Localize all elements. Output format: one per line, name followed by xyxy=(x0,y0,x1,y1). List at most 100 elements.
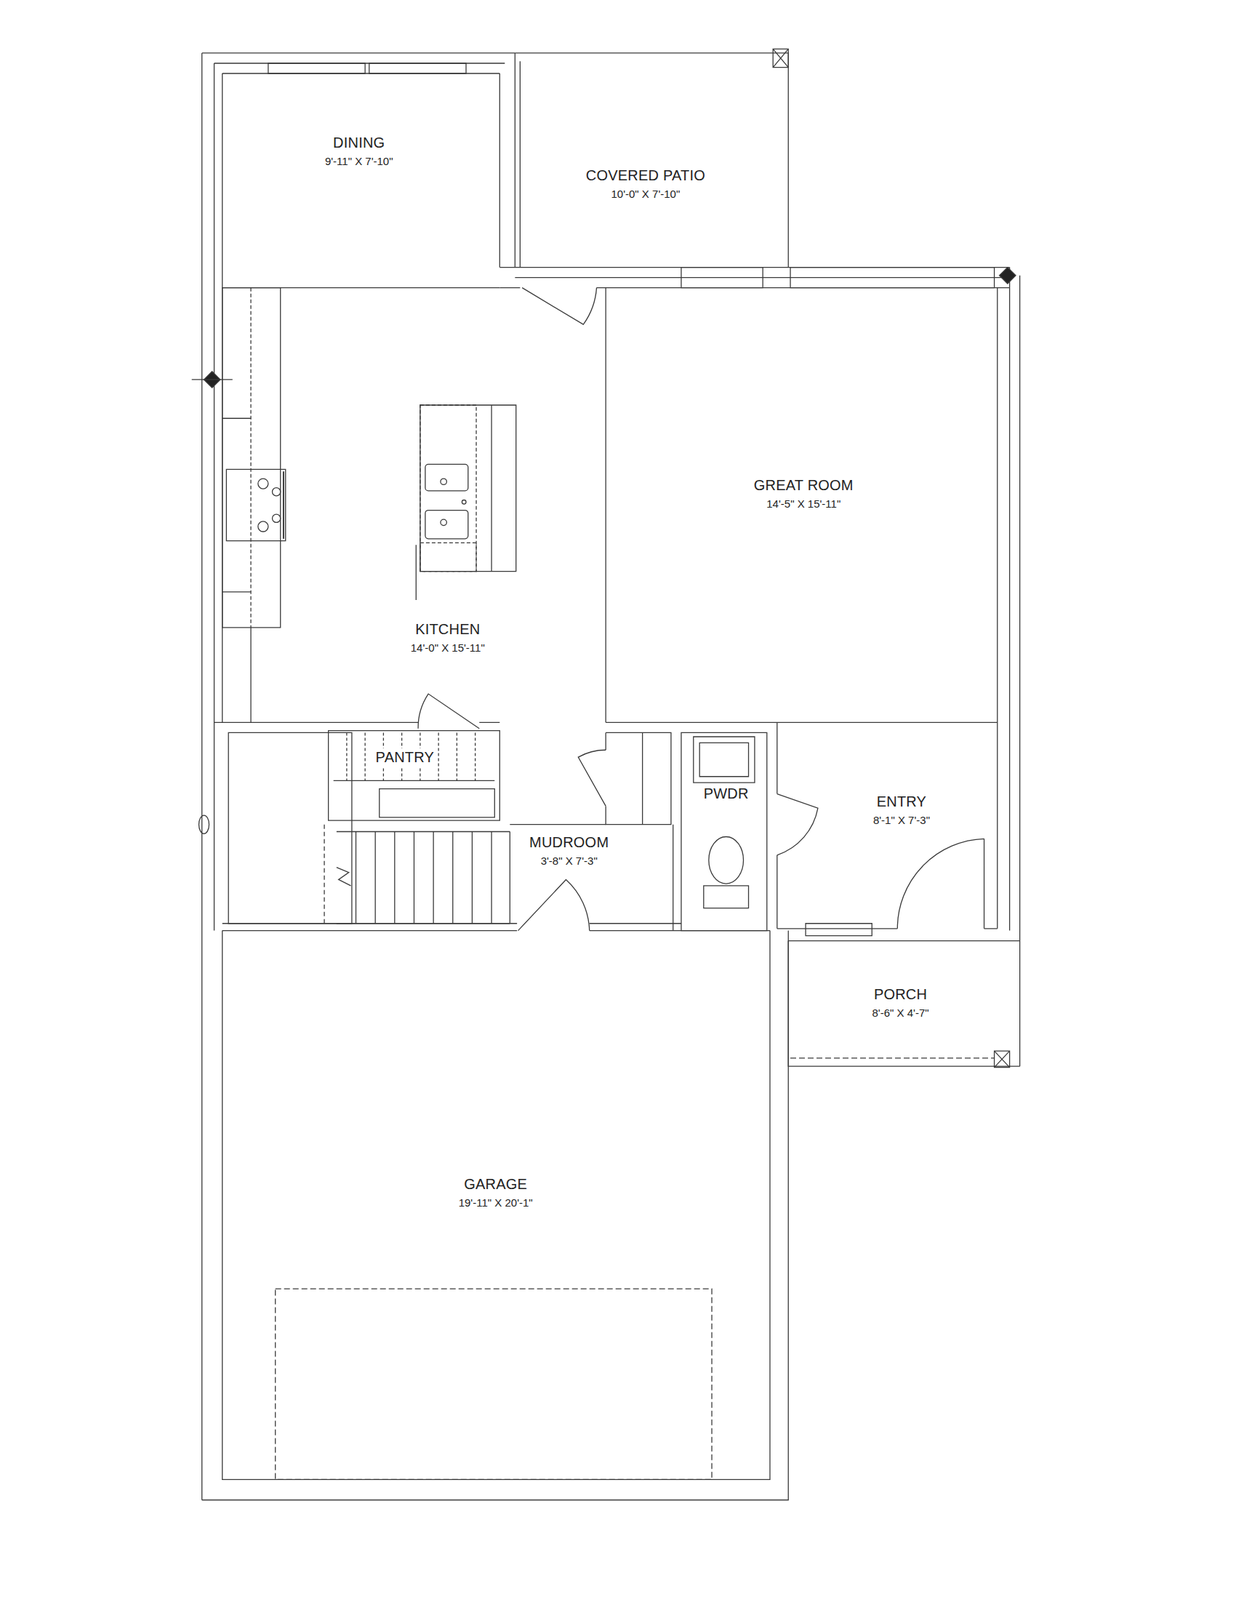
kitchen-cabinets xyxy=(258,521,269,532)
kitchen-island xyxy=(490,404,492,572)
door-swing xyxy=(418,693,480,729)
door-swing xyxy=(578,749,606,806)
stairs xyxy=(336,831,510,923)
kitchen-cabinets xyxy=(282,471,285,539)
section-marker xyxy=(191,267,1016,834)
powder-room-fixtures xyxy=(703,885,749,909)
room-label-box: GREAT ROOM 14'-5" X 15'-11" xyxy=(752,476,856,512)
kitchen-cabinets xyxy=(258,478,269,489)
pantry-shelves xyxy=(328,730,501,821)
window xyxy=(805,923,872,936)
interior-wall xyxy=(605,287,998,723)
garage-outline xyxy=(275,1288,712,1479)
exterior-wall xyxy=(202,53,223,1500)
room-dimensions: 10'-0" X 7'-10" xyxy=(609,187,682,202)
door-swing xyxy=(777,793,818,856)
room-label-box: KITCHEN 14'-0" X 15'-11" xyxy=(409,620,487,656)
room-name: ENTRY xyxy=(875,792,928,811)
exterior-wall xyxy=(499,267,1010,288)
room-name: COVERED PATIO xyxy=(584,166,707,185)
covered-patio-outline xyxy=(772,48,789,67)
covered-patio-outline xyxy=(514,53,789,268)
section-marker xyxy=(191,378,233,380)
exterior-wall xyxy=(997,267,1021,1067)
kitchen-island xyxy=(420,404,477,572)
room-name: DINING xyxy=(331,133,387,152)
garage-outline xyxy=(222,930,770,1480)
porch-outline xyxy=(790,1057,995,1058)
kitchen-island xyxy=(440,519,447,525)
room-name: MUDROOM xyxy=(527,833,611,852)
porch-outline xyxy=(788,940,1020,1068)
interior-wall xyxy=(509,824,673,931)
door-swing xyxy=(518,879,590,930)
section-marker xyxy=(999,267,1016,284)
interior-wall xyxy=(222,923,770,931)
room-name: PORCH xyxy=(872,985,929,1004)
interior-wall xyxy=(777,721,998,928)
stairs xyxy=(228,732,352,923)
room-label-box: ENTRY 8'-1" X 7'-3" xyxy=(871,792,932,828)
window xyxy=(268,63,365,74)
room-label-box: GARAGE 19'-11" X 20'-1" xyxy=(457,1174,535,1210)
exterior-wall xyxy=(499,53,515,268)
room-label-box: MUDROOM 3'-8" X 7'-3" xyxy=(527,833,611,869)
room-label-box: DINING9'-11" X 7'-10" xyxy=(323,133,395,169)
room-dimensions: 3'-8" X 7'-3" xyxy=(539,854,600,869)
kitchen-island xyxy=(425,510,469,539)
pantry-shelves xyxy=(328,730,501,821)
kitchen-island xyxy=(425,463,469,491)
exterior-wall xyxy=(202,930,789,1500)
covered-patio-outline xyxy=(772,48,789,67)
stairs xyxy=(323,824,325,924)
room-label-box: PWDR xyxy=(702,784,751,803)
room-label-box: PANTRY xyxy=(374,748,436,767)
room-name: GREAT ROOM xyxy=(752,476,856,495)
kitchen-island xyxy=(420,542,477,571)
room-dimensions: 14'-0" X 15'-11" xyxy=(409,641,487,656)
room-label-box: PORCH8'-6" X 4'-7" xyxy=(870,985,930,1021)
pantry-shelves xyxy=(346,732,476,781)
section-marker xyxy=(199,815,210,834)
kitchen-cabinets xyxy=(226,468,286,541)
room-label-box: COVERED PATIO 10'-0" X 7'-10" xyxy=(584,166,707,202)
door-swing xyxy=(418,287,984,931)
room-dimensions: 8'-1" X 7'-3" xyxy=(871,813,932,828)
powder-room-fixtures xyxy=(699,742,749,776)
stairs xyxy=(336,867,352,886)
exterior-wall xyxy=(202,53,516,74)
pantry-shelves xyxy=(379,788,495,818)
window xyxy=(681,267,763,288)
stairs xyxy=(228,732,510,923)
pantry-shelves xyxy=(333,780,496,781)
room-name: KITCHEN xyxy=(413,620,482,639)
kitchen-island xyxy=(415,544,417,600)
kitchen-island xyxy=(415,404,516,600)
kitchen-cabinets xyxy=(222,287,286,628)
porch-outline xyxy=(994,1050,1010,1067)
kitchen-island xyxy=(461,500,467,505)
interior-wall xyxy=(214,287,998,931)
room-dimensions: 14'-5" X 15'-11" xyxy=(764,497,842,512)
interior-wall xyxy=(605,732,672,824)
exterior-wall xyxy=(202,53,1021,1500)
closet-shelf xyxy=(641,732,643,824)
room-dimensions: 19'-11" X 20'-1" xyxy=(457,1196,535,1210)
kitchen-cabinets xyxy=(272,487,281,496)
kitchen-cabinets xyxy=(250,287,251,628)
powder-room-fixtures xyxy=(681,732,768,930)
kitchen-cabinets xyxy=(222,287,281,628)
window xyxy=(268,63,995,936)
door-swing xyxy=(522,287,597,325)
stairs xyxy=(356,831,511,923)
kitchen-island xyxy=(440,478,447,485)
porch-outline xyxy=(788,940,1020,1067)
powder-room-fixtures xyxy=(681,732,768,930)
window xyxy=(790,267,995,288)
window xyxy=(369,63,467,74)
room-name: GARAGE xyxy=(462,1174,529,1194)
door-swing xyxy=(897,838,984,928)
